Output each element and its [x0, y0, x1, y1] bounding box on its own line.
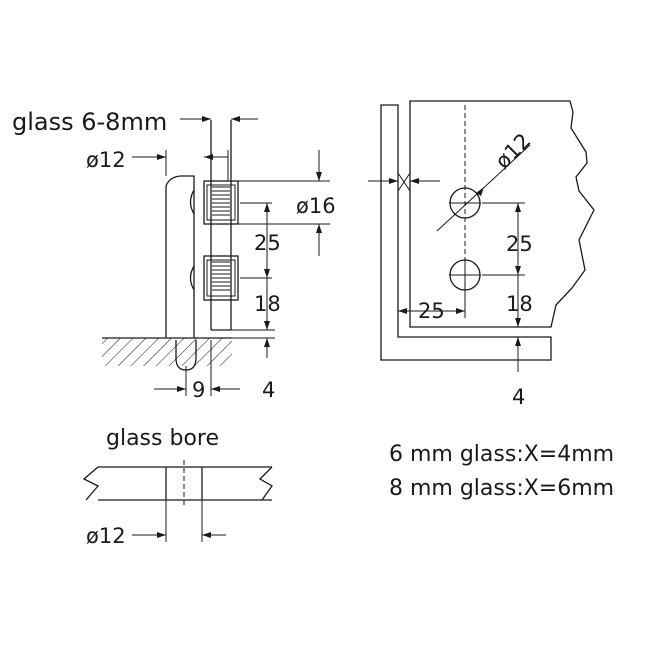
lower-pivot-fitting — [189, 255, 239, 301]
front-elevation-view — [368, 100, 595, 372]
note-6mm-glass: 6 mm glass:X=4mm — [389, 442, 614, 467]
glass-panel-outline — [409, 100, 595, 328]
spacing-dimension-left — [240, 202, 272, 279]
upper-hole — [449, 187, 481, 219]
bore-diameter-label-bottom: ø12 — [86, 524, 126, 548]
bore-diameter-dimension-top — [132, 150, 229, 181]
spacing-label-left: 25 — [254, 231, 281, 255]
upper-pivot-fitting — [189, 180, 239, 225]
edge-label-right: 25 — [418, 299, 445, 323]
floor-gap-label-right: 4 — [512, 385, 525, 409]
note-8mm-glass: 8 mm glass:X=6mm — [389, 476, 614, 501]
glass-thickness-label: glass 6-8mm — [12, 108, 167, 136]
gap-label-right: 18 — [506, 292, 533, 316]
gap-dimension-left — [231, 278, 275, 358]
glass-bore-title: glass bore — [106, 426, 219, 451]
offset-label-9: 9 — [192, 378, 205, 402]
hole-diameter-leader — [436, 144, 531, 232]
offset-dimension-9 — [154, 340, 240, 396]
hole-diameter-label-right: ø12 — [491, 129, 536, 174]
pad-diameter-label: ø16 — [296, 194, 336, 218]
wall-floor-section — [380, 104, 552, 361]
spacing-label-right: 25 — [506, 232, 533, 256]
floor-gap-label-left: 4 — [262, 378, 275, 402]
floor-hatch — [102, 338, 232, 366]
edge-dimension-right — [398, 290, 466, 318]
glass-thickness-dimension — [180, 116, 258, 122]
bore-diameter-label-top: ø12 — [86, 148, 126, 172]
fixed-panel — [165, 175, 195, 338]
glass-bore-view — [82, 460, 273, 542]
x-gap-dimension — [368, 172, 440, 192]
gap-dimension-right — [515, 275, 521, 372]
lower-hole — [449, 259, 481, 291]
gap-label-left: 18 — [254, 292, 281, 316]
pad-diameter-dimension — [238, 150, 330, 256]
side-elevation-view — [102, 116, 330, 396]
